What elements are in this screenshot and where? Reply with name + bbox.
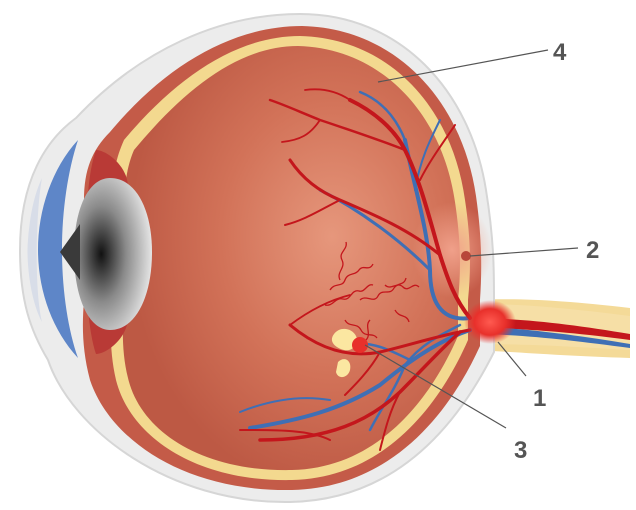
callout-label-1: 1: [533, 385, 546, 412]
callout-label-4: 4: [553, 39, 567, 66]
fovea-spot: [461, 251, 471, 261]
lens: [74, 178, 152, 330]
callout-label-3: 3: [514, 437, 527, 464]
vitreous-body: [123, 46, 460, 470]
callout-label-2: 2: [586, 237, 599, 264]
optic-disc: [464, 300, 516, 344]
